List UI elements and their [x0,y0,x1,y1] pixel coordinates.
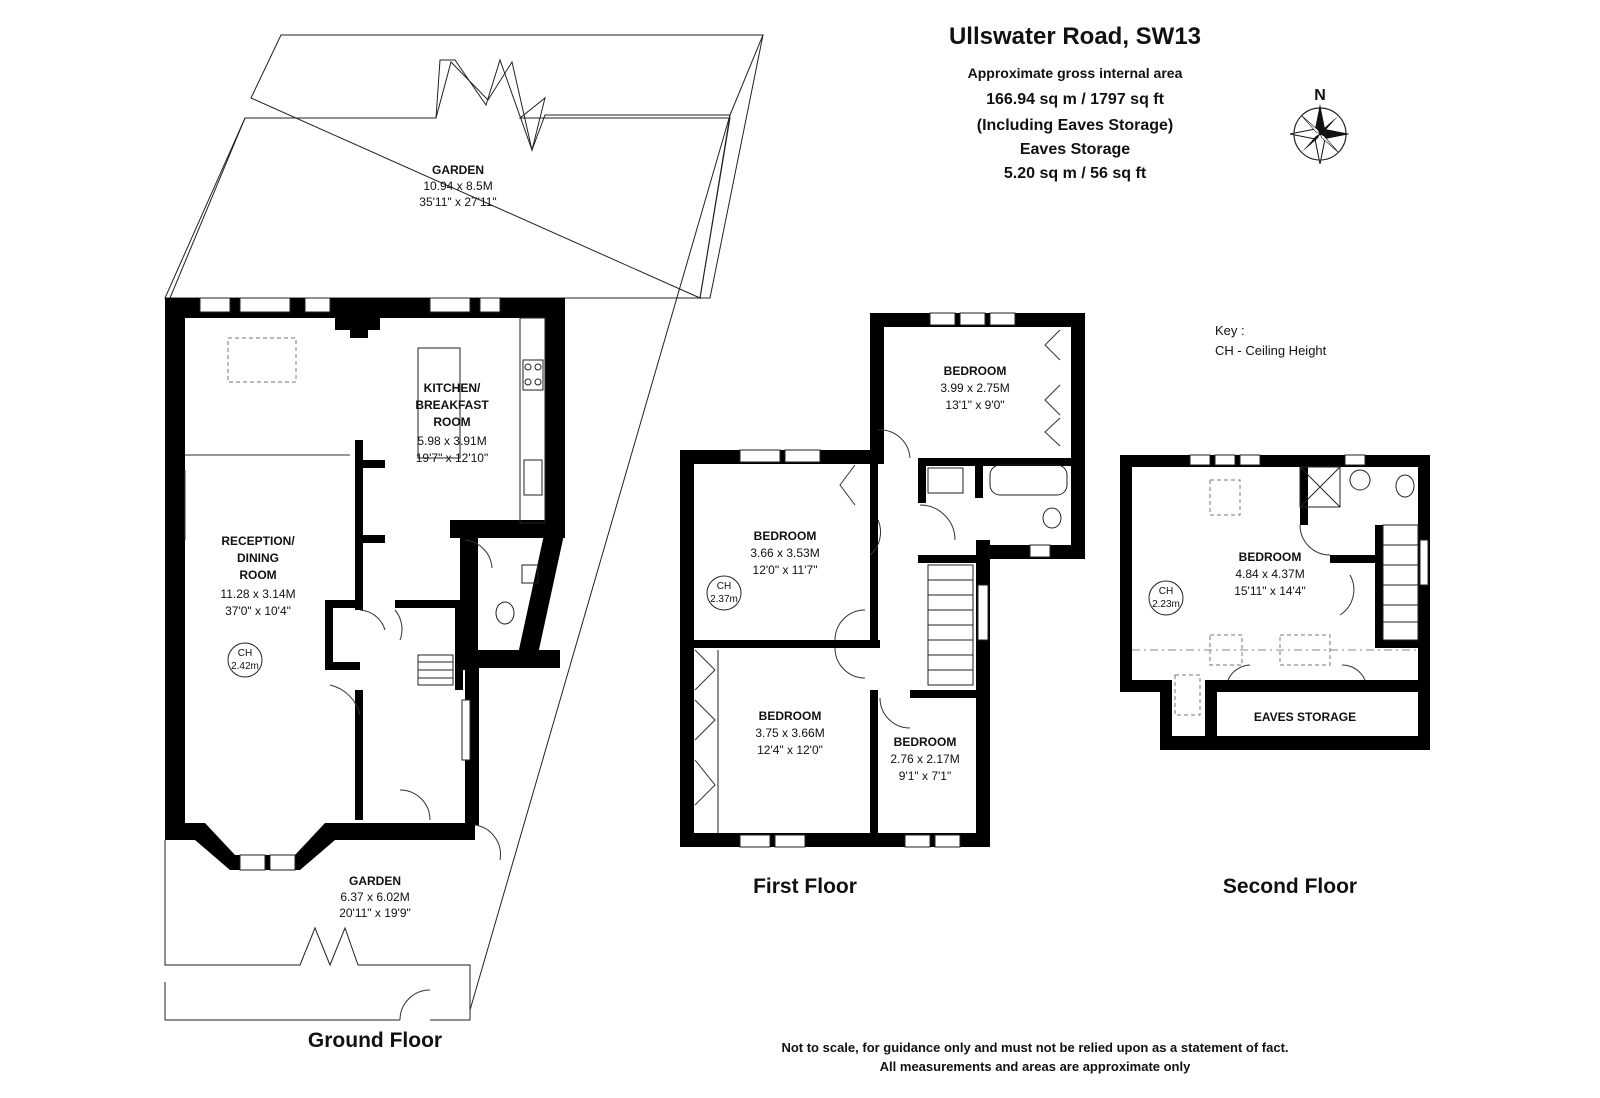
reception-name-1: RECEPTION/ [221,534,295,548]
ff-bedroom-left-metric: 3.66 x 3.53M [750,546,819,560]
ff-bedroom-small-metric: 2.76 x 2.17M [890,752,959,766]
ff-bedroom-top-name: BEDROOM [944,364,1007,378]
ff-bedroom-top-imperial: 13'1" x 9'0" [945,398,1004,412]
front-garden-name: GARDEN [349,874,401,888]
sf-bedroom-metric: 4.84 x 4.37M [1235,567,1304,581]
ceiling-height-marker [227,642,263,678]
kitchen-name-2: BREAKFAST [415,398,489,412]
eaves-area: 5.20 sq m / 56 sq ft [1004,165,1147,182]
reception-imperial: 37'0" x 10'4" [225,604,291,618]
header: Ullswater Road, SW13 Approximate gross i… [949,23,1201,182]
compass-north-label: N [1314,87,1326,104]
front-garden-metric: 6.37 x 6.02M [340,890,409,904]
ff-bedroom-left-ch-value: 2.37m [710,594,738,605]
eaves-label: Eaves Storage [1020,141,1130,158]
ff-bedroom-small-name: BEDROOM [894,735,957,749]
reception-metric: 11.28 x 3.14M [220,587,295,601]
ground-floor-plan: GARDEN 10.94 x 8.5M 35'11" x 27'11" KITC… [164,34,764,1052]
reception-name-3: ROOM [239,568,276,582]
sf-bedroom-imperial: 15'11" x 14'4" [1234,584,1306,598]
sf-bedroom-ch-label: CH [1159,586,1173,597]
ff-bedroom-bottom-name: BEDROOM [759,709,822,723]
kitchen-metric: 5.98 x 3.91M [417,434,486,448]
property-title: Ullswater Road, SW13 [949,23,1201,50]
key-entry: CH - Ceiling Height [1215,343,1327,358]
area-note: (Including Eaves Storage) [977,117,1173,134]
reception-ch-label: CH [238,648,252,659]
disclaimer-line-2: All measurements and areas are approxima… [880,1059,1191,1074]
kitchen-name-1: KITCHEN/ [424,381,481,395]
ceiling-height-marker [1148,580,1184,616]
ff-bedroom-small-imperial: 9'1" x 7'1" [899,769,951,783]
ff-bedroom-top-metric: 3.99 x 2.75M [940,381,1009,395]
ceiling-height-marker [706,575,742,611]
kitchen-name-3: ROOM [433,415,470,429]
first-floor-label: First Floor [753,875,857,898]
area-label: Approximate gross internal area [968,65,1183,81]
ff-bedroom-left-ch-label: CH [717,581,731,592]
compass-icon: N [1289,87,1350,165]
area-total: 166.94 sq m / 1797 sq ft [986,91,1165,108]
rear-garden-name: GARDEN [432,163,484,177]
key-title: Key : [1215,323,1245,338]
reception-ch-value: 2.42m [231,661,259,672]
first-floor-plan: BEDROOM 3.99 x 2.75M 13'1" x 9'0" BEDROO… [680,312,1085,898]
disclaimer-line-1: Not to scale, for guidance only and must… [781,1040,1288,1055]
rear-garden-outline [169,34,764,299]
key-legend: Key : CH - Ceiling Height [1215,323,1327,358]
rear-garden-imperial: 35'11" x 27'11" [419,195,496,209]
ff-bedroom-left-name: BEDROOM [754,529,817,543]
sf-bedroom-ch-value: 2.23m [1152,599,1180,610]
front-garden-imperial: 20'11" x 19'9" [339,906,411,920]
ff-bedroom-left-imperial: 12'0" x 11'7" [753,563,818,577]
second-floor-plan: BEDROOM 4.84 x 4.37M 15'11" x 14'4" CH 2… [1120,454,1430,898]
reception-name-2: DINING [237,551,279,565]
sf-eaves-name: EAVES STORAGE [1254,710,1356,724]
sf-bedroom-name: BEDROOM [1239,550,1302,564]
ground-floor-label: Ground Floor [308,1029,442,1052]
ff-bedroom-bottom-imperial: 12'4" x 12'0" [757,743,823,757]
ff-bedroom-bottom-metric: 3.75 x 3.66M [755,726,824,740]
kitchen-imperial: 19'7" x 12'10" [416,451,489,465]
disclaimer: Not to scale, for guidance only and must… [781,1040,1288,1074]
second-floor-label: Second Floor [1223,875,1357,898]
rear-garden-metric: 10.94 x 8.5M [423,179,492,193]
